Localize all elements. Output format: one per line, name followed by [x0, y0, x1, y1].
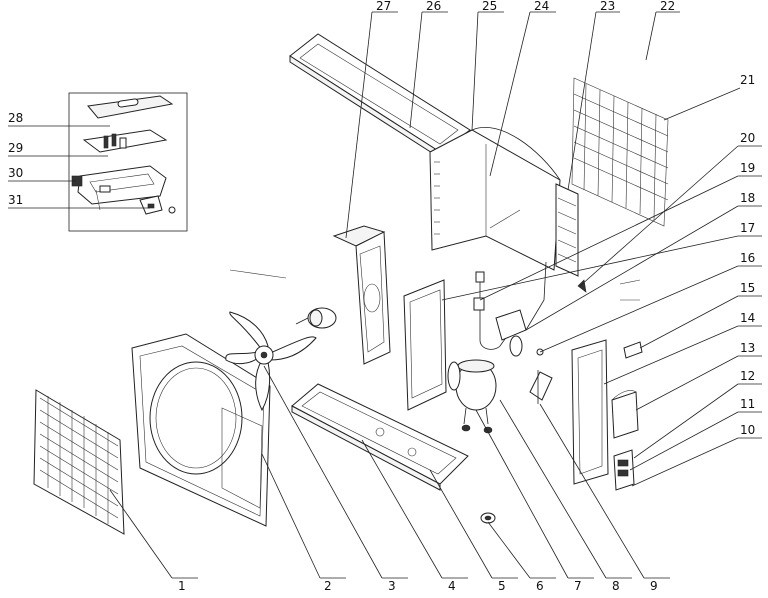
- label-11: 11: [740, 397, 755, 411]
- label-15: 15: [740, 281, 755, 295]
- label-5: 5: [498, 579, 506, 593]
- base-tray: [291, 383, 469, 491]
- label-4: 4: [448, 579, 456, 593]
- back-panel: [429, 127, 579, 277]
- valve-cover: [611, 390, 639, 439]
- label-24: 24: [534, 0, 549, 13]
- label-16: 16: [740, 251, 755, 265]
- label-18: 18: [740, 191, 755, 205]
- label-3: 3: [388, 579, 396, 593]
- label-28: 28: [8, 111, 23, 125]
- label-7: 7: [574, 579, 582, 593]
- inset-control-box: [68, 92, 188, 232]
- label-27: 27: [376, 0, 391, 13]
- label-1: 1: [178, 579, 186, 593]
- label-6: 6: [536, 579, 544, 593]
- motor-bracket: [332, 225, 391, 365]
- label-30: 30: [8, 166, 23, 180]
- leader-lines: [8, 11, 762, 579]
- label-10: 10: [740, 423, 755, 437]
- label-22: 22: [660, 0, 675, 13]
- label-25: 25: [482, 0, 497, 13]
- label-19: 19: [740, 161, 755, 175]
- side-panel: [571, 339, 643, 485]
- compressor: [447, 359, 497, 434]
- callout-labels: 1 2 3 4 5 6 7 8 9 10 11 12 13 14 15 16 1…: [8, 0, 755, 593]
- label-9: 9: [650, 579, 658, 593]
- label-31: 31: [8, 193, 23, 207]
- label-29: 29: [8, 141, 23, 155]
- label-20: 20: [740, 131, 755, 145]
- label-8: 8: [612, 579, 620, 593]
- label-21: 21: [740, 73, 755, 87]
- label-23: 23: [600, 0, 615, 13]
- label-12: 12: [740, 369, 755, 383]
- front-grille: [33, 389, 125, 535]
- top-cover: [289, 33, 471, 159]
- fan-blade: [225, 311, 317, 412]
- label-26: 26: [426, 0, 441, 13]
- rubber-foot: [480, 512, 496, 524]
- terminal-block: [613, 449, 635, 491]
- rear-wire-guard: [571, 77, 669, 227]
- label-14: 14: [740, 311, 755, 325]
- label-13: 13: [740, 341, 755, 355]
- partition-plate: [403, 279, 447, 411]
- fan-motor: [295, 307, 337, 329]
- front-panel: [131, 333, 271, 527]
- label-17: 17: [740, 221, 755, 235]
- piping-valves: [473, 261, 587, 404]
- label-2: 2: [324, 579, 332, 593]
